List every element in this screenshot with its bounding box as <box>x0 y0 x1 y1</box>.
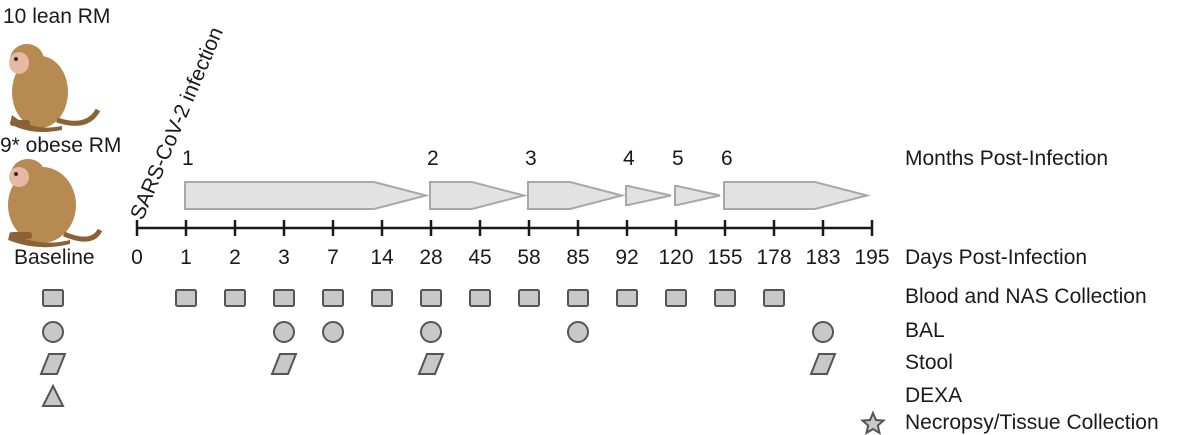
day-tick-label: 195 <box>854 246 890 269</box>
lean-monkey-icon <box>9 44 101 132</box>
month-arrow <box>674 185 721 206</box>
square-marker <box>42 289 64 307</box>
month-label: 4 <box>623 147 635 170</box>
square-marker <box>763 289 785 307</box>
day-tick-label: 183 <box>805 246 841 269</box>
square-marker <box>469 289 491 307</box>
square-marker <box>420 289 442 307</box>
month-arrow <box>184 181 430 210</box>
month-label: 1 <box>182 147 194 170</box>
month-arrow <box>429 181 528 210</box>
triangle-marker <box>41 383 65 407</box>
square-marker <box>322 289 344 307</box>
obese-monkey-icon <box>8 159 103 248</box>
day-tick-label: 1 <box>180 246 192 269</box>
circle-marker <box>42 321 64 343</box>
parallelogram-marker <box>270 353 298 375</box>
circle-marker <box>567 321 589 343</box>
day-tick-label: 120 <box>658 246 694 269</box>
day-tick-label: 7 <box>327 246 339 269</box>
circle-marker <box>273 321 295 343</box>
day-tick-label: 0 <box>131 246 143 269</box>
month-label: 6 <box>721 147 733 170</box>
square-marker <box>224 289 246 307</box>
star-marker <box>860 410 886 435</box>
month-label: 5 <box>672 147 684 170</box>
lean-group-label: 10 lean RM <box>3 5 111 28</box>
legend-label-parallelogram: Stool <box>905 351 953 374</box>
square-marker <box>714 289 736 307</box>
day-tick-label: 14 <box>370 246 394 269</box>
month-arrow <box>527 181 626 210</box>
day-tick-label: 2 <box>229 246 241 269</box>
parallelogram-marker <box>417 353 445 375</box>
square-marker <box>616 289 638 307</box>
obese-group-label: 9* obese RM <box>0 134 122 157</box>
month-arrow <box>723 181 871 210</box>
square-marker <box>175 289 197 307</box>
baseline-label: Baseline <box>14 246 95 269</box>
parallelogram-marker <box>39 353 67 375</box>
legend-label-triangle: DEXA <box>905 384 963 407</box>
day-tick-label: 3 <box>278 246 290 269</box>
square-marker <box>518 289 540 307</box>
legend-label-square: Blood and NAS Collection <box>905 285 1147 308</box>
square-marker <box>665 289 687 307</box>
day-tick-label: 85 <box>566 246 590 269</box>
month-arrow <box>625 185 672 206</box>
circle-marker <box>322 321 344 343</box>
month-label: 3 <box>525 147 537 170</box>
circle-marker <box>812 321 834 343</box>
month-label: 2 <box>427 147 439 170</box>
day-tick-label: 28 <box>419 246 443 269</box>
day-tick-label: 45 <box>468 246 492 269</box>
parallelogram-marker <box>809 353 837 375</box>
day-tick-label: 92 <box>615 246 639 269</box>
square-marker <box>567 289 589 307</box>
square-marker <box>273 289 295 307</box>
legend-label-star: Necropsy/Tissue Collection <box>905 411 1159 434</box>
day-tick-label: 155 <box>707 246 743 269</box>
square-marker <box>371 289 393 307</box>
days-axis-label: Days Post-Infection <box>905 246 1088 269</box>
day-tick-label: 178 <box>756 246 792 269</box>
day-tick-label: 58 <box>517 246 541 269</box>
circle-marker <box>420 321 442 343</box>
months-axis-label: Months Post-Infection <box>905 147 1109 170</box>
legend-label-circle: BAL <box>905 319 945 342</box>
